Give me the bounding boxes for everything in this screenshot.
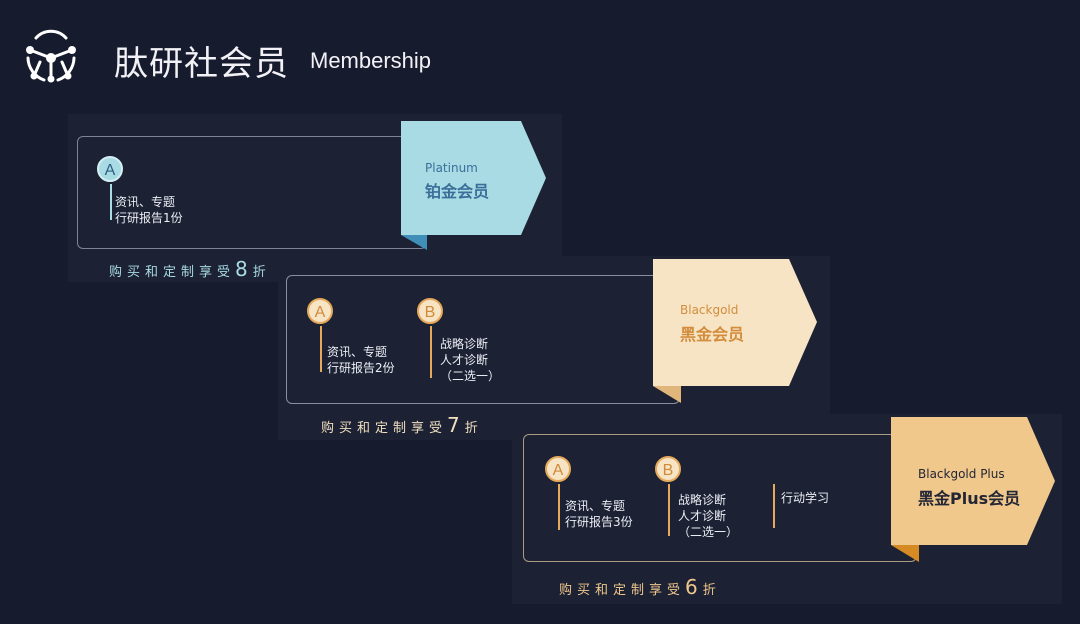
feature-text: 战略诊断 人才诊断 （二选一） [678,493,739,539]
feature-badge-a: A [97,156,123,182]
discount-text: 购买和定制享受7折 [321,413,483,437]
tier-tag-platinum: Platinum 铂金会员 [401,121,547,250]
feature-text: 资讯、专题 行研报告3份 [565,499,633,529]
tier-card-platinum [77,136,427,249]
feature-badge-a: A [307,298,333,324]
feature-divider [773,484,775,528]
tier-tag-cn: 铂金会员 [425,182,490,201]
tier-tag-cn: 黑金Plus会员 [918,489,1021,508]
feature-badge-b: B [417,298,443,324]
feature-text: 战略诊断 人才诊断 （二选一） [440,337,501,383]
feature-badge-a: A [545,456,571,482]
feature-divider [110,184,112,220]
page-subtitle: Membership [310,48,432,73]
tier-tag-plus: Blackgold Plus 黑金Plus会员 [891,417,1056,562]
feature-divider [320,326,322,372]
discount-text: 购买和定制享受6折 [559,575,721,599]
feature-badge-b: B [655,456,681,482]
discount-text: 购买和定制享受8折 [109,257,271,281]
logo-icon [22,28,80,84]
tier-tag-cn: 黑金会员 [680,325,745,344]
feature-divider [558,484,560,530]
feature-divider [430,326,432,378]
feature-text: 资讯、专题 行研报告2份 [327,345,395,375]
tier-tag-blackgold: Blackgold 黑金会员 [653,259,818,403]
feature-divider [668,484,670,536]
feature-text: 行动学习 [781,491,830,505]
page-title: 肽研社会员 [114,44,289,84]
tier-tag-en: Platinum [425,161,478,175]
tier-tag-en: Blackgold Plus [918,467,1005,481]
tier-tag-en: Blackgold [680,303,739,317]
feature-text: 资讯、专题 行研报告1份 [115,195,183,225]
